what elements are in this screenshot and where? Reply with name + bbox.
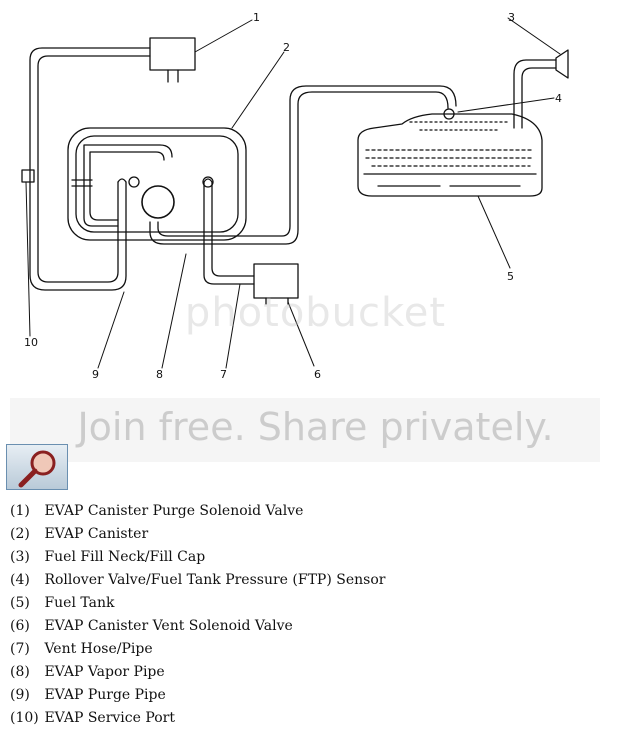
fuel-fill-neck	[513, 49, 569, 129]
legend-number: (9)	[10, 687, 30, 703]
legend-number: (3)	[10, 549, 30, 565]
fuel-tank	[357, 108, 543, 197]
watermark-band	[10, 398, 600, 462]
legend-item: (2) EVAP Canister	[10, 523, 385, 546]
callout-6: 6	[314, 368, 321, 381]
callout-2: 2	[283, 41, 290, 54]
purge-solenoid-valve	[149, 37, 196, 83]
legend-item: (5) Fuel Tank	[10, 592, 385, 615]
legend-number: (5)	[10, 595, 30, 611]
service-port	[21, 169, 35, 183]
legend-text: EVAP Canister	[44, 526, 149, 542]
legend-item: (3) Fuel Fill Neck/Fill Cap	[10, 546, 385, 569]
legend-item: (7) Vent Hose/Pipe	[10, 638, 385, 661]
legend-number: (4)	[10, 572, 30, 588]
callout-10: 10	[24, 336, 38, 349]
legend-text: Fuel Tank	[44, 595, 115, 611]
legend-item: (8) EVAP Vapor Pipe	[10, 661, 385, 684]
callout-1: 1	[253, 11, 260, 24]
legend-item: (1) EVAP Canister Purge Solenoid Valve	[10, 500, 385, 523]
legend-text: EVAP Canister Vent Solenoid Valve	[44, 618, 293, 634]
vent-solenoid-valve	[253, 263, 299, 305]
legend-text: EVAP Service Port	[44, 710, 175, 726]
legend-text: EVAP Vapor Pipe	[44, 664, 165, 680]
callout-4: 4	[555, 92, 562, 105]
legend-item: (4) Rollover Valve/Fuel Tank Pressure (F…	[10, 569, 385, 592]
legend-number: (2)	[10, 526, 30, 542]
legend-number: (1)	[10, 503, 30, 519]
legend-item: (9) EVAP Purge Pipe	[10, 684, 385, 707]
legend-text: Fuel Fill Neck/Fill Cap	[44, 549, 206, 565]
legend-text: Rollover Valve/Fuel Tank Pressure (FTP) …	[44, 572, 386, 588]
callout-9: 9	[92, 368, 99, 381]
purge-pipe	[29, 47, 151, 291]
callout-8: 8	[156, 368, 163, 381]
vapor-pipe	[149, 85, 457, 245]
legend-list: (1) EVAP Canister Purge Solenoid Valve (…	[10, 500, 385, 730]
legend-text: EVAP Purge Pipe	[44, 687, 166, 703]
evap-canister	[67, 127, 247, 241]
leader-lines	[25, 17, 561, 369]
zoom-button[interactable]	[6, 444, 68, 490]
legend-item: (10) EVAP Service Port	[10, 707, 385, 730]
evap-system-diagram: 1 2 3 4 5 6 7 8 9 10	[21, 11, 569, 381]
callout-5: 5	[507, 270, 514, 283]
legend-number: (6)	[10, 618, 30, 634]
legend-number: (8)	[10, 664, 30, 680]
callout-3: 3	[508, 11, 515, 24]
callout-labels: 1 2 3 4 5 6 7 8 9 10	[24, 11, 562, 381]
magnifier-icon	[18, 450, 56, 488]
legend-number: (7)	[10, 641, 30, 657]
legend-item: (6) EVAP Canister Vent Solenoid Valve	[10, 615, 385, 638]
legend-text: EVAP Canister Purge Solenoid Valve	[44, 503, 304, 519]
legend-number: (10)	[10, 710, 39, 726]
callout-7: 7	[220, 368, 227, 381]
vent-pipe	[203, 178, 255, 285]
legend-text: Vent Hose/Pipe	[44, 641, 153, 657]
